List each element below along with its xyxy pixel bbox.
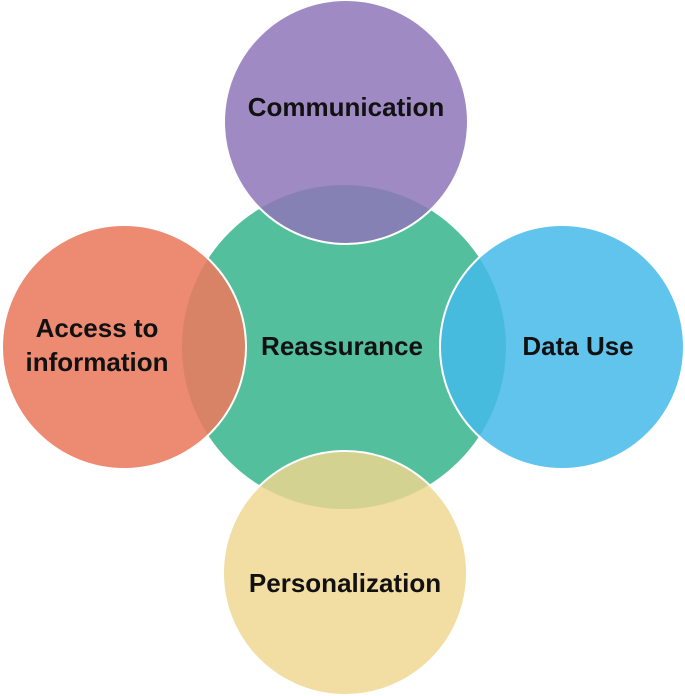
communication-circle <box>223 0 469 245</box>
access-to-information-label-line1: Access to <box>36 313 159 343</box>
access-to-information-label-line2: information <box>26 347 169 377</box>
communication-label: Communication <box>248 92 444 122</box>
personalization-circle <box>222 450 468 696</box>
access-to-information-circle <box>1 224 247 470</box>
data-use-circle <box>439 224 685 470</box>
personalization-label: Personalization <box>249 568 441 598</box>
reassurance-label: Reassurance <box>261 331 423 361</box>
data-use-label: Data Use <box>522 331 633 361</box>
